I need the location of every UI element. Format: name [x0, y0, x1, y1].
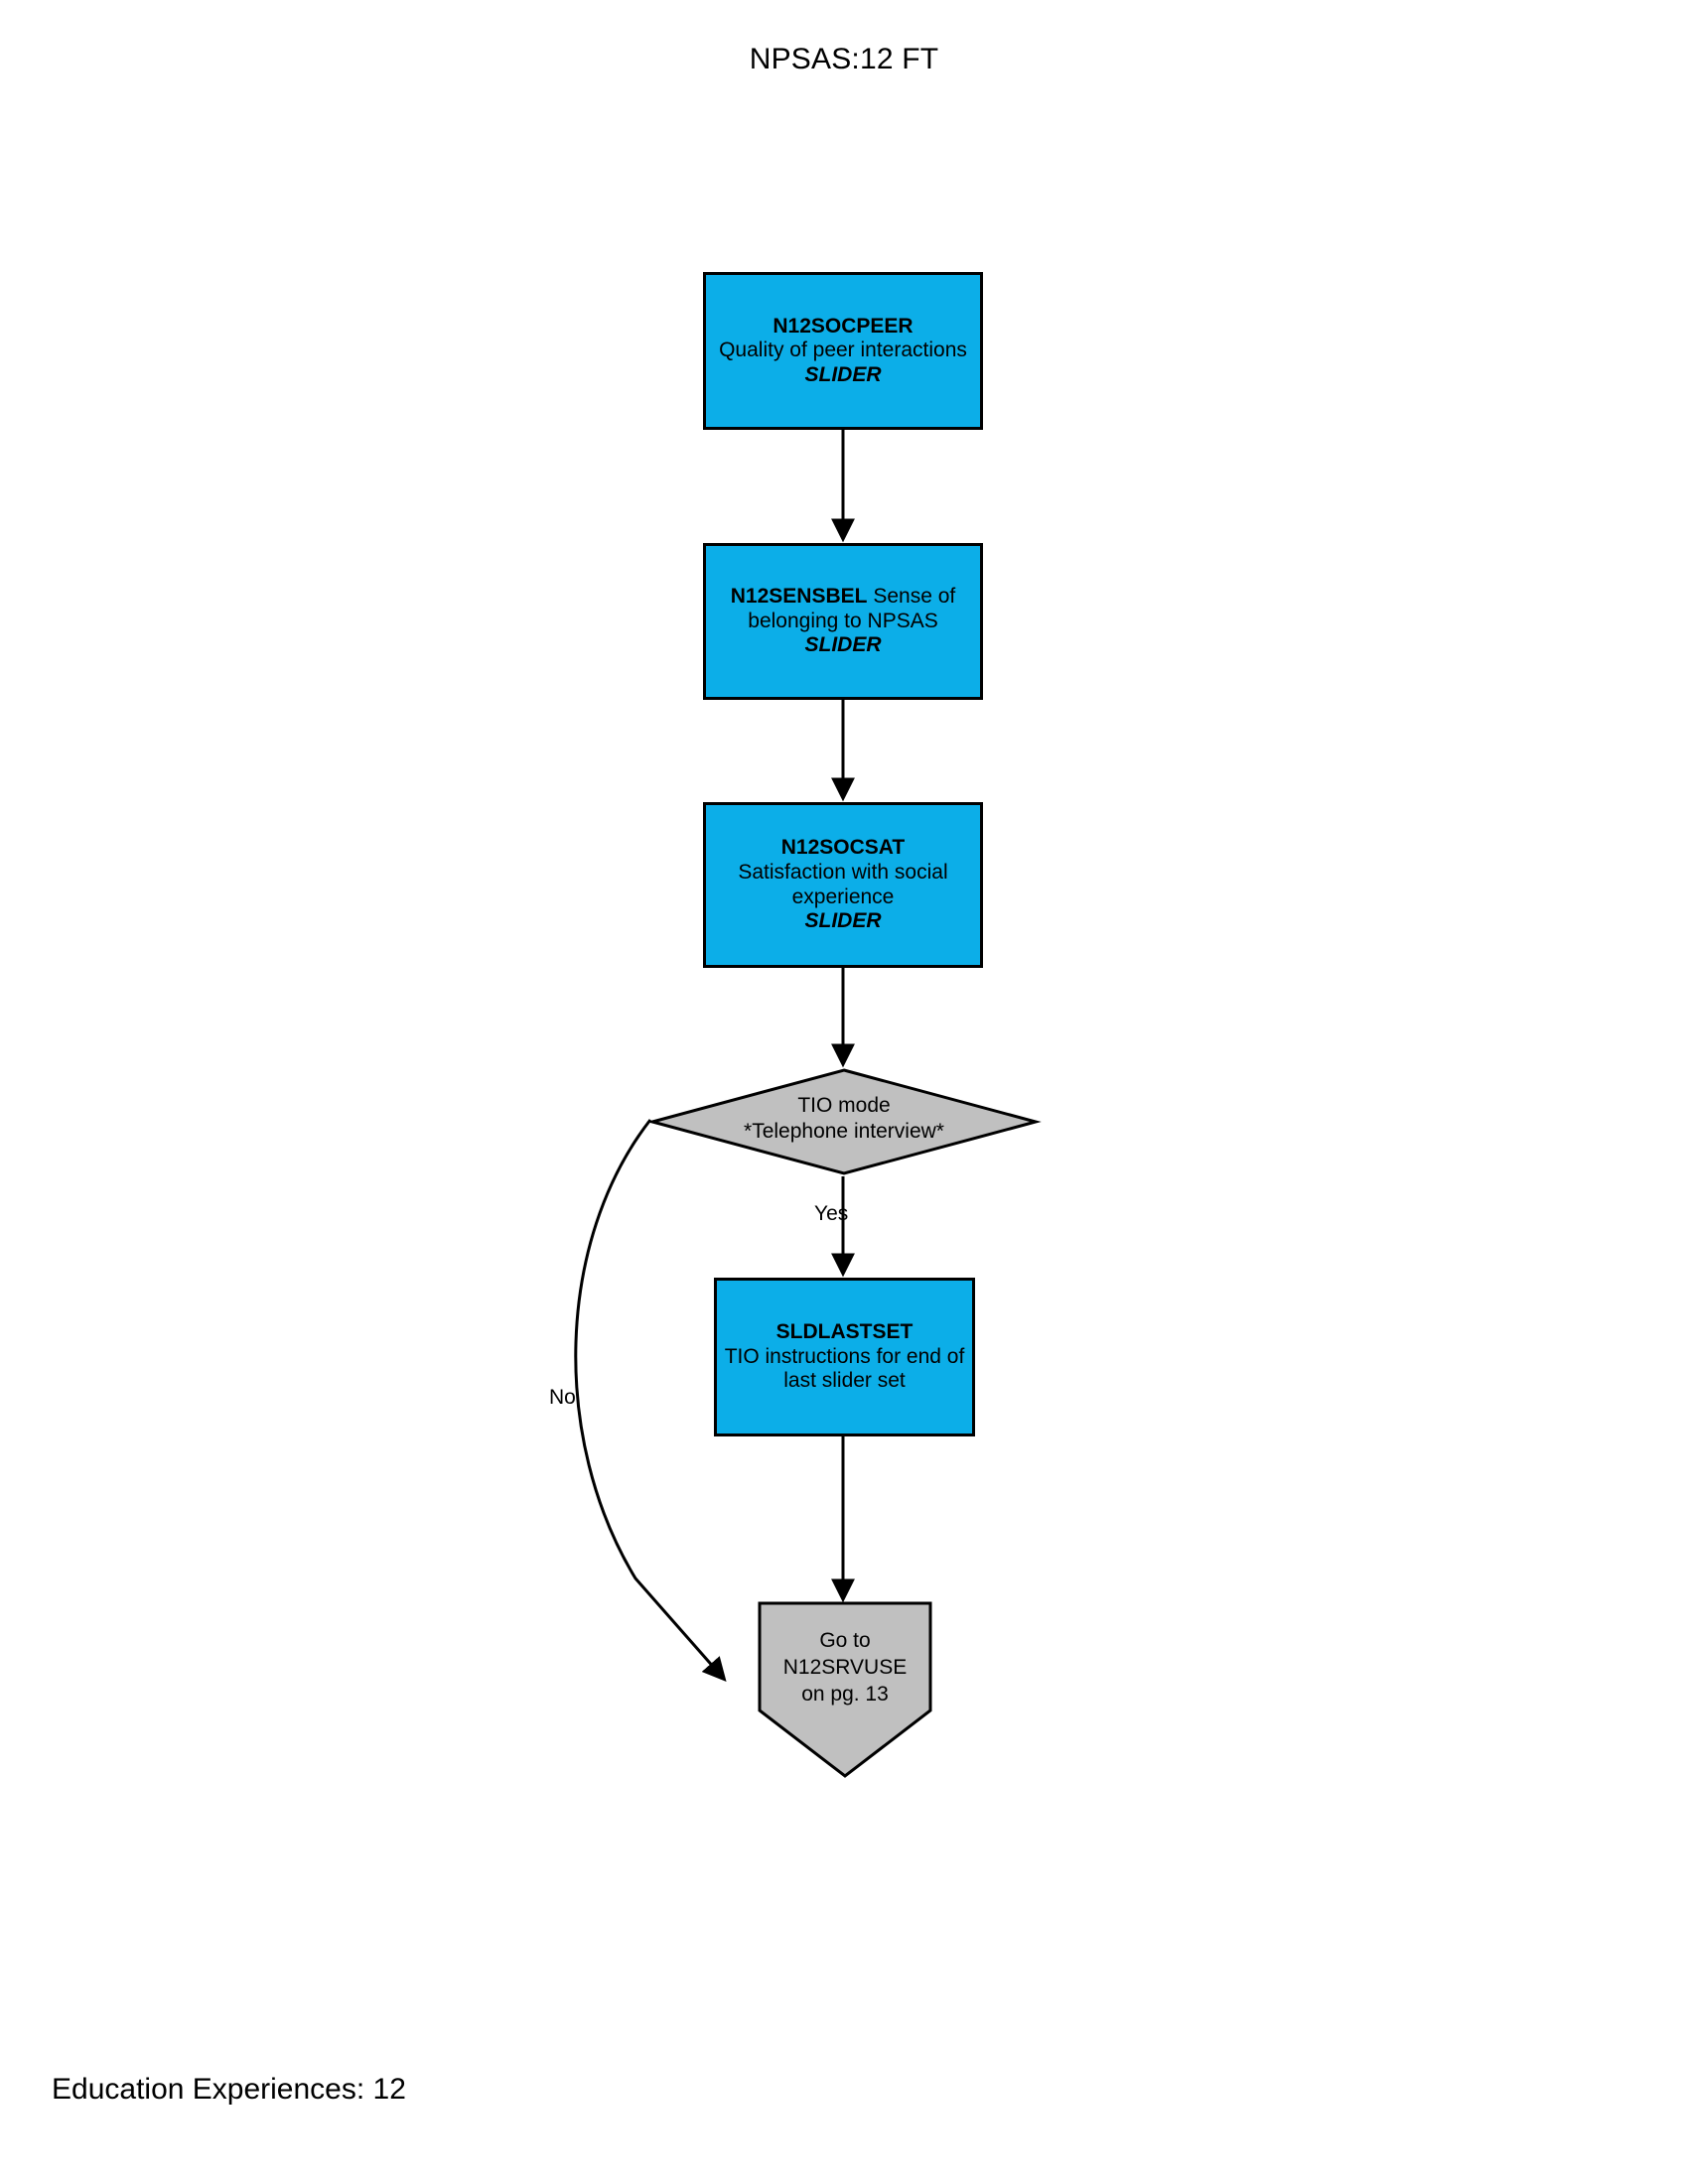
terminator-line-2: N12SRVUSE	[782, 1656, 908, 1679]
edge-tiomode-goto-no	[574, 1119, 727, 1683]
node-description: Sense of belonging to NPSAS	[748, 585, 956, 632]
node-n12socpeer[interactable]: N12SOCPEER Quality of peer interactions …	[703, 272, 983, 430]
node-n12socsat[interactable]: N12SOCSAT Satisfaction with social exper…	[703, 802, 983, 968]
diamond-shape	[646, 1068, 1042, 1175]
node-description: Satisfaction with social experience	[738, 860, 948, 908]
page-footer: Education Experiences: 12	[52, 2073, 406, 2106]
node-code: N12SOCPEER	[773, 314, 914, 338]
node-code: N12SENSBEL	[730, 585, 868, 609]
node-goto-n12srvuse[interactable]: Go to N12SRVUSE on pg. 13	[758, 1601, 932, 1778]
node-description: Quality of peer interactions	[719, 339, 967, 362]
node-code: N12SOCSAT	[780, 836, 906, 860]
decision-line-2: *Telephone interview*	[744, 1120, 944, 1143]
terminator-line-3: on pg. 13	[801, 1683, 889, 1706]
node-sldlastset[interactable]: SLDLASTSET TIO instructions for end of l…	[714, 1278, 975, 1436]
node-description: TIO instructions for end of last slider …	[724, 1344, 965, 1393]
node-code: SLDLASTSET	[775, 1320, 914, 1344]
edge-label-yes: Yes	[814, 1202, 849, 1225]
node-code-and-description: N12SENSBEL Sense of belonging to NPSAS	[712, 585, 974, 633]
page-title: NPSAS:12 FT	[749, 43, 939, 75]
terminator-line-1: Go to	[819, 1629, 871, 1652]
node-mode: SLIDER	[804, 909, 882, 933]
node-n12sensbel[interactable]: N12SENSBEL Sense of belonging to NPSAS S…	[703, 543, 983, 700]
decision-line-1: TIO mode	[797, 1094, 891, 1117]
node-mode: SLIDER	[804, 633, 882, 657]
node-mode: SLIDER	[804, 362, 882, 386]
node-tio-mode[interactable]: TIO mode *Telephone interview*	[646, 1068, 1042, 1175]
pentagon-shape	[758, 1601, 932, 1778]
edge-label-no: No	[549, 1386, 576, 1409]
